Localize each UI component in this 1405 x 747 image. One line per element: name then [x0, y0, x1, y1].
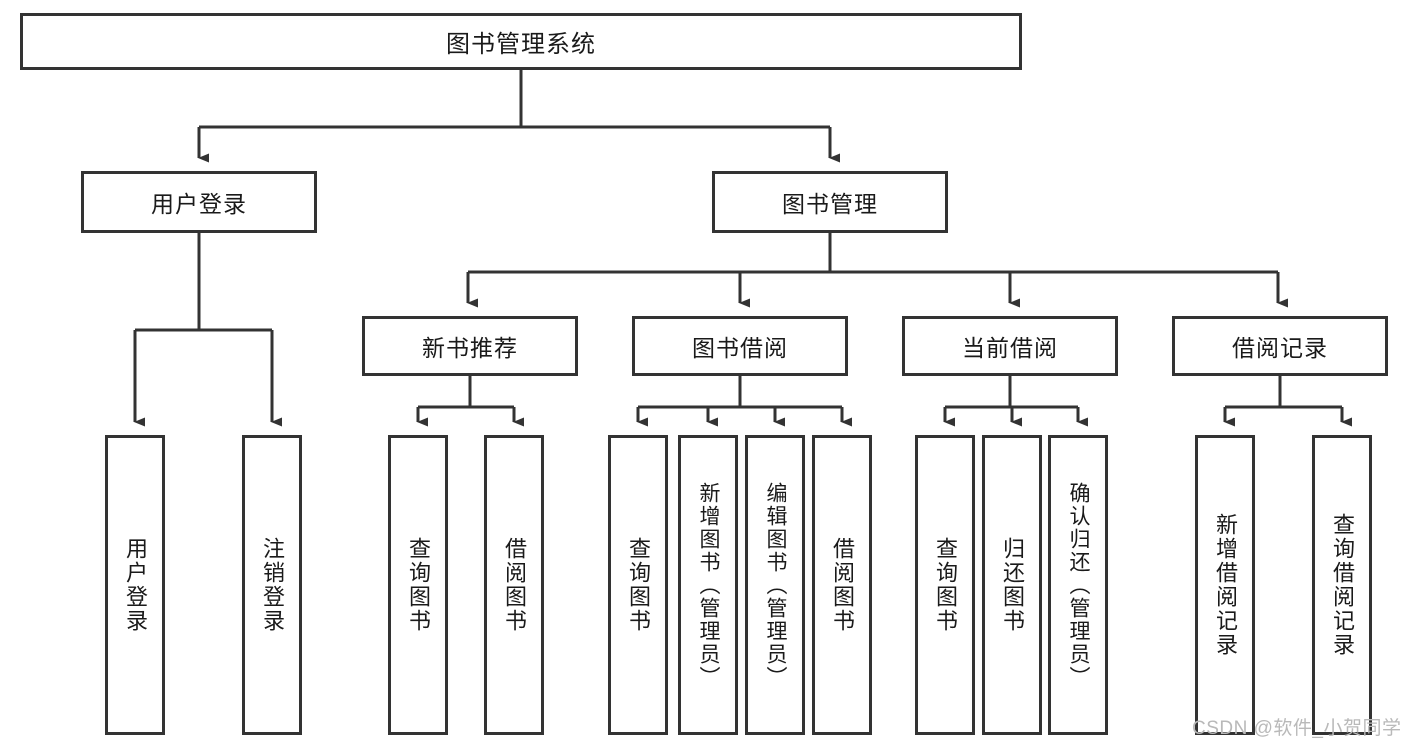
node-book-borrow[interactable]: 图书借阅 — [632, 316, 848, 376]
edges-newbookrec-to-leaves — [416, 376, 524, 427]
node-label: 新增借阅记录 — [1213, 513, 1238, 657]
node-leaf-add-book-admin[interactable]: 新增图书（管理员） — [678, 435, 738, 735]
node-label: 新书推荐 — [422, 335, 518, 361]
node-leaf-query-book-new[interactable]: 查询图书 — [388, 435, 448, 735]
node-book-management[interactable]: 图书管理 — [712, 171, 948, 233]
node-leaf-query-book-borrow[interactable]: 查询图书 — [608, 435, 668, 735]
node-label: 图书借阅 — [692, 335, 788, 361]
node-leaf-query-borrow-record[interactable]: 查询借阅记录 — [1312, 435, 1372, 735]
node-label: 借阅图书 — [830, 537, 855, 633]
edges-bookmanage-to-level3 — [466, 233, 1288, 308]
node-leaf-confirm-return-admin[interactable]: 确认归还（管理员） — [1048, 435, 1108, 735]
edges-root-to-level2 — [197, 70, 840, 163]
node-label: 确认归还（管理员） — [1067, 481, 1090, 689]
node-leaf-borrow-book-new[interactable]: 借阅图书 — [484, 435, 544, 735]
node-leaf-add-borrow-record[interactable]: 新增借阅记录 — [1195, 435, 1255, 735]
node-leaf-return-book[interactable]: 归还图书 — [982, 435, 1042, 735]
node-new-book-recommend[interactable]: 新书推荐 — [362, 316, 578, 376]
node-leaf-query-book-current[interactable]: 查询图书 — [915, 435, 975, 735]
node-label: 用户登录 — [123, 537, 148, 633]
node-label: 归还图书 — [1000, 537, 1025, 633]
node-leaf-borrow-book[interactable]: 借阅图书 — [812, 435, 872, 735]
node-label: 编辑图书（管理员） — [764, 481, 787, 689]
edges-userlogin-to-leaves — [133, 233, 282, 427]
node-label: 借阅图书 — [502, 537, 527, 633]
node-current-borrow[interactable]: 当前借阅 — [902, 316, 1118, 376]
node-label: 新增图书（管理员） — [697, 481, 720, 689]
node-root-book-management-system[interactable]: 图书管理系统 — [20, 13, 1022, 70]
node-label: 图书管理 — [782, 191, 878, 217]
node-label: 查询图书 — [626, 537, 651, 633]
edges-borrowrecord-to-leaves — [1223, 376, 1352, 427]
node-label: 查询借阅记录 — [1330, 513, 1355, 657]
node-user-login[interactable]: 用户登录 — [81, 171, 317, 233]
node-label: 查询图书 — [406, 537, 431, 633]
node-label: 用户登录 — [151, 191, 247, 217]
node-label: 图书管理系统 — [446, 31, 596, 58]
node-label: 借阅记录 — [1232, 335, 1328, 361]
node-borrow-record[interactable]: 借阅记录 — [1172, 316, 1388, 376]
node-leaf-user-login[interactable]: 用户登录 — [105, 435, 165, 735]
node-label: 当前借阅 — [962, 335, 1058, 361]
edges-currentborrow-to-leaves — [943, 376, 1088, 427]
node-leaf-edit-book-admin[interactable]: 编辑图书（管理员） — [745, 435, 805, 735]
node-leaf-logout[interactable]: 注销登录 — [242, 435, 302, 735]
node-label: 注销登录 — [260, 537, 285, 633]
edges-bookborrow-to-leaves — [636, 376, 852, 427]
node-label: 查询图书 — [933, 537, 958, 633]
